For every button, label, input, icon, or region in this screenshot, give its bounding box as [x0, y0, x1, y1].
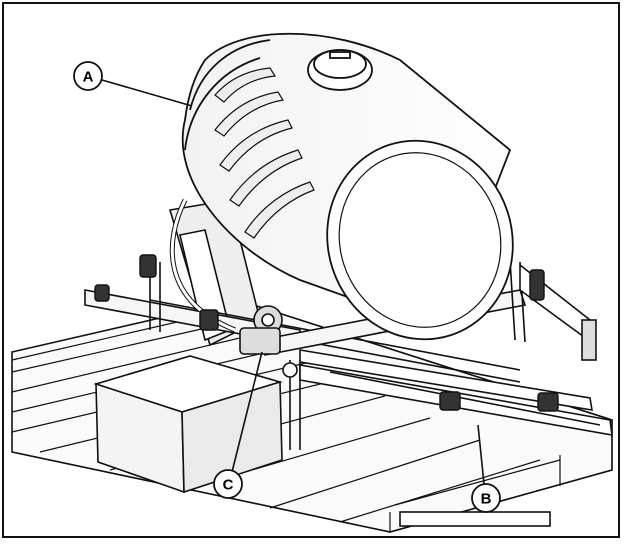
callout-c-label: C — [223, 477, 234, 494]
callout-a: A — [73, 61, 103, 91]
boom-nozzles — [94, 254, 559, 412]
pump-assembly — [239, 305, 298, 378]
callout-c: C — [213, 469, 243, 499]
callout-a-label: A — [83, 69, 94, 86]
callout-b: B — [471, 483, 501, 513]
callout-a-circle — [73, 61, 103, 91]
callout-leaders — [101, 79, 485, 485]
shipping-box — [93, 355, 283, 494]
callout-b-label: B — [481, 491, 492, 508]
callout-b-circle — [471, 483, 501, 513]
callout-c-circle — [213, 469, 243, 499]
